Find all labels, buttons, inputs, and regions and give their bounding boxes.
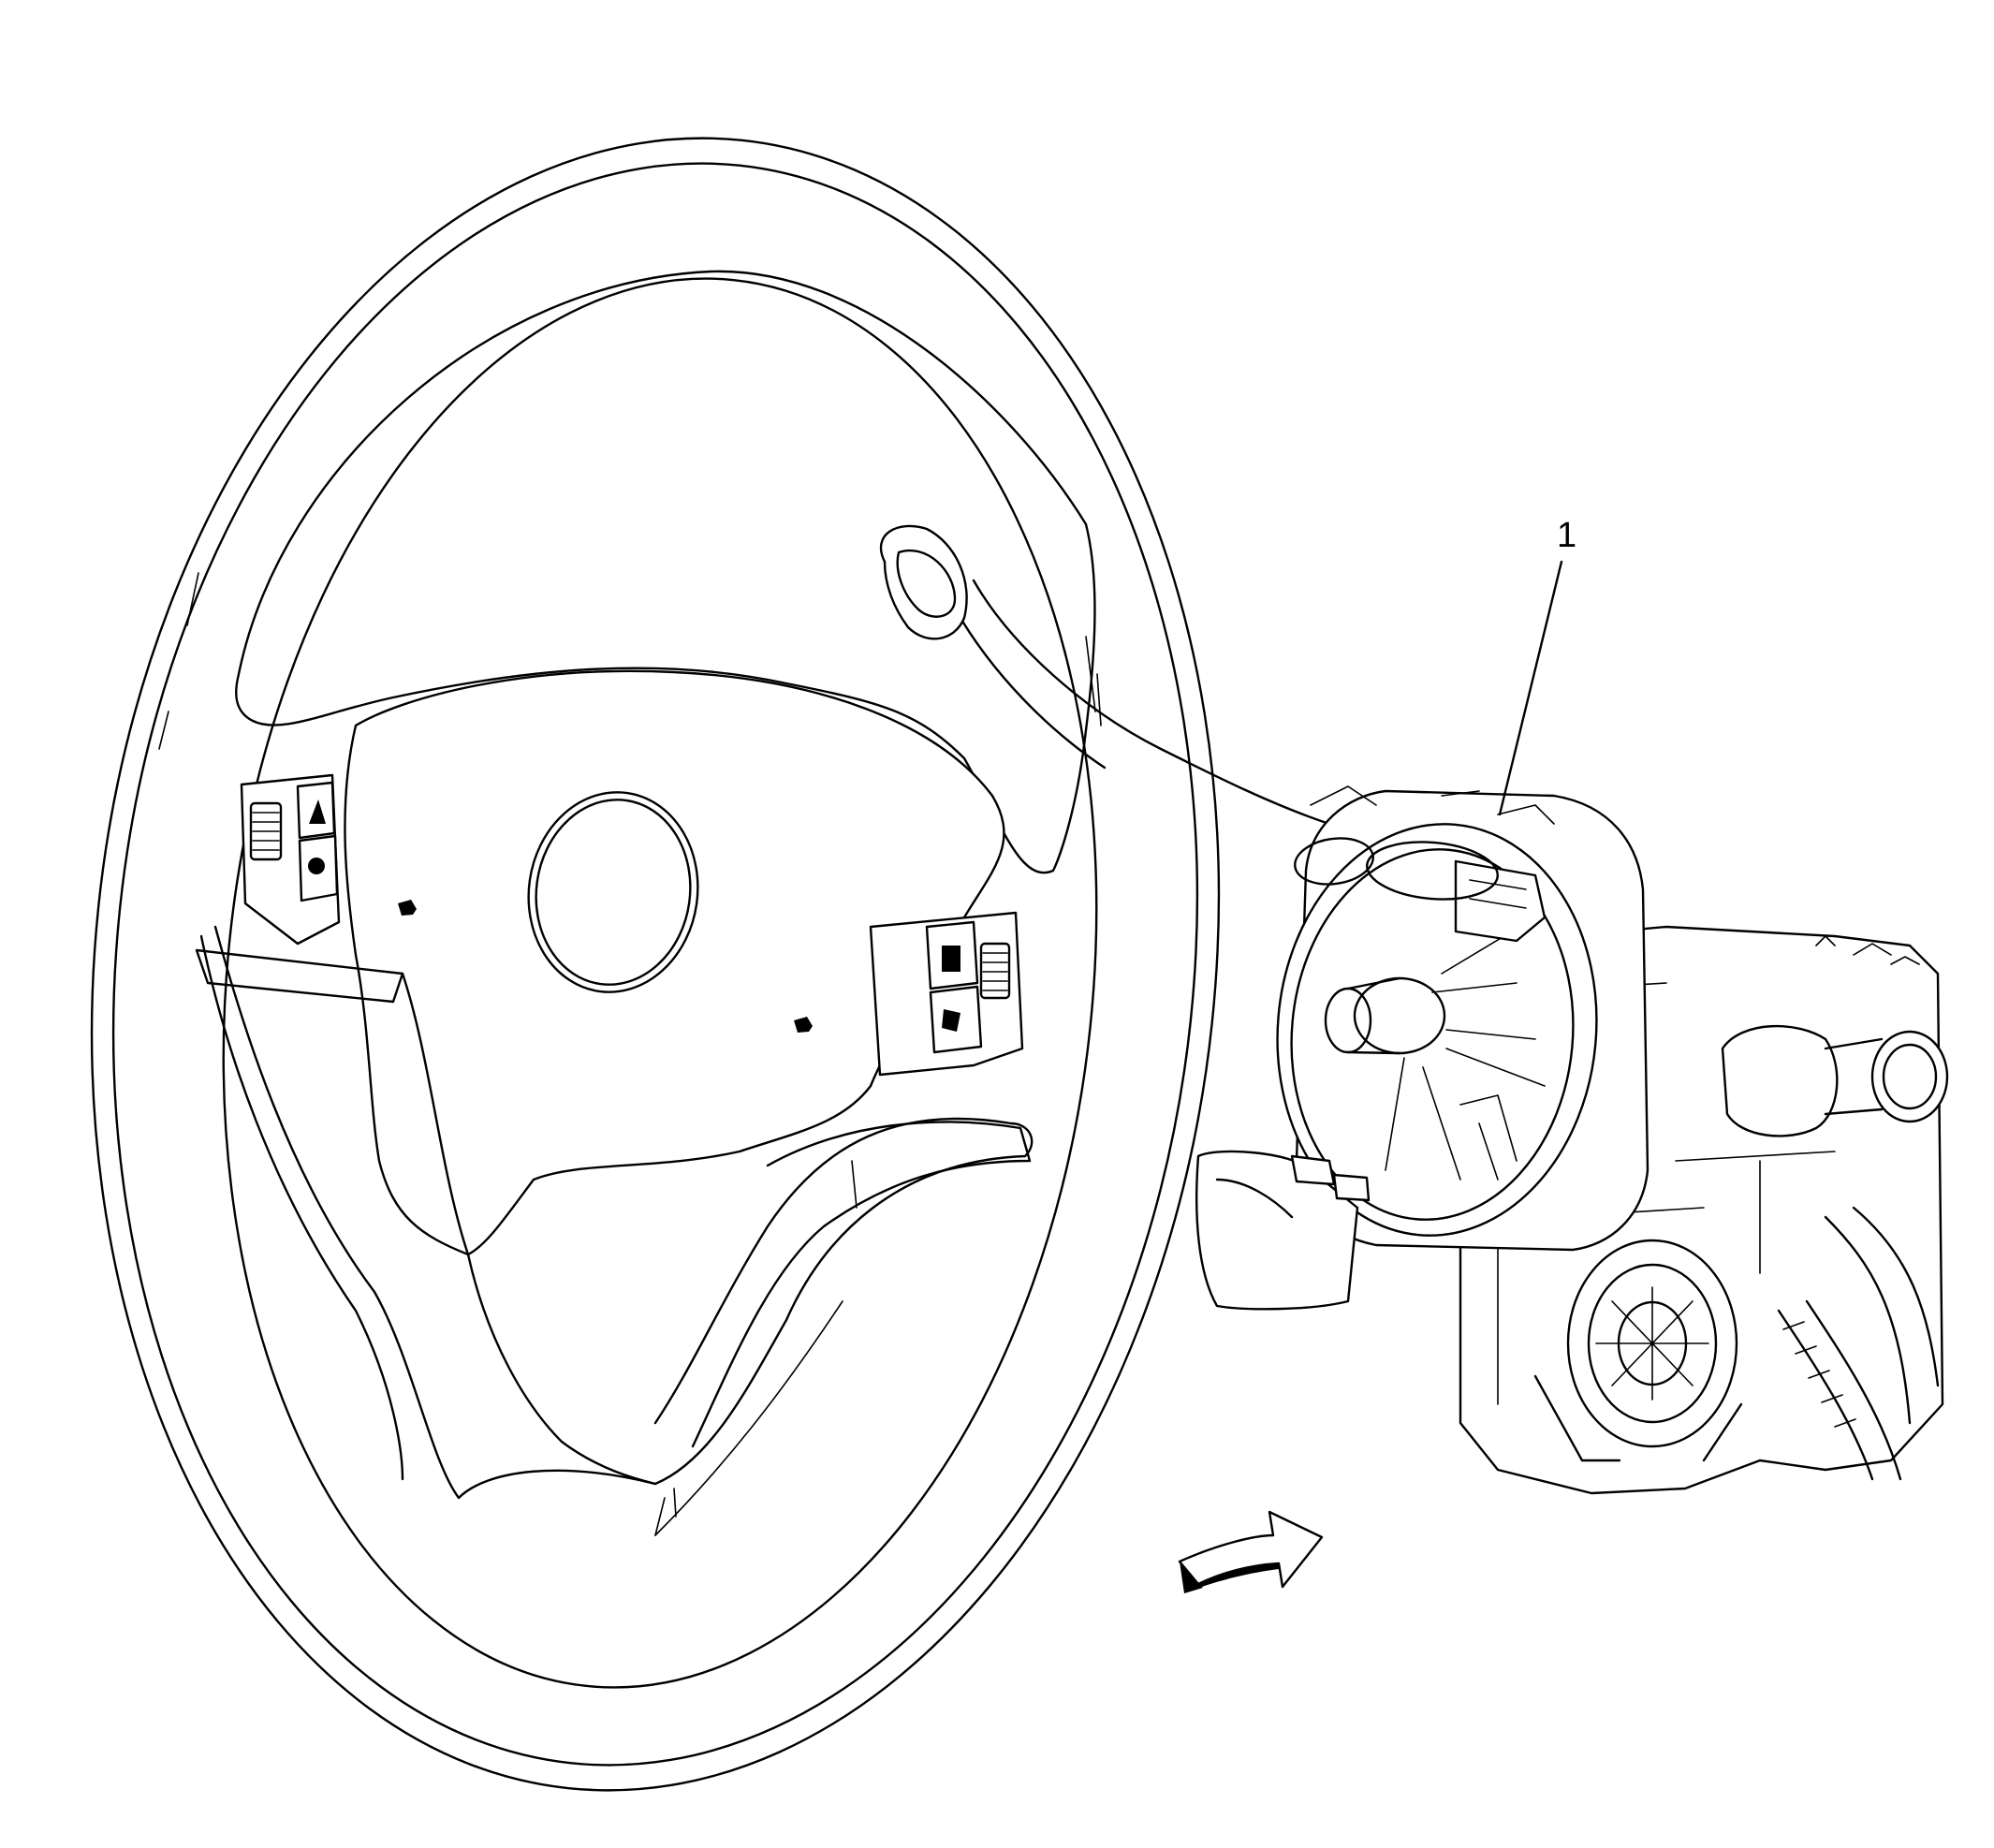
- wheel-rim-outer-edge: [111, 162, 1199, 1767]
- emblem-ring-outer: [527, 791, 699, 993]
- clockspring-ring-inner: [1290, 848, 1575, 1221]
- clockspring-hub: [1353, 976, 1446, 1055]
- airbag-module: [344, 669, 1005, 1256]
- right-spoke-trim: [691, 1121, 1032, 1448]
- left-pod-up-arrow-icon: [309, 799, 326, 824]
- steering-wheel: [90, 137, 1221, 1792]
- clockspring-lower-tab: [1195, 1150, 1359, 1311]
- right-switch-body: [1721, 1024, 1839, 1137]
- wheel-upper-opening: [235, 270, 1096, 874]
- right-pod-mode-icon: [942, 1009, 960, 1032]
- steering-column-assembly: [1195, 785, 1949, 1495]
- clockspring: [1195, 785, 1649, 1311]
- turn-signal-stalk: [879, 524, 1331, 826]
- stalk-end-cap: [879, 524, 968, 640]
- wheel-rim-inner: [222, 277, 1098, 1689]
- right-pod-next-icon: [942, 946, 960, 972]
- right-arrow-icon: [1178, 1510, 1324, 1593]
- airbag-mark-right: [794, 1017, 813, 1033]
- left-switch-pod: [240, 773, 341, 946]
- left-spoke-trim: [195, 948, 404, 1004]
- airbag-mark-left: [398, 900, 417, 916]
- left-pod-voice-icon: [308, 858, 325, 874]
- callout-1-label: 1: [1557, 516, 1577, 555]
- callout-1-leader: [1498, 560, 1563, 816]
- right-switch-pod: [869, 911, 1024, 1077]
- right-pod-thumbwheel: [979, 942, 1011, 1000]
- wire-harness: [1824, 1206, 1940, 1425]
- lower-spoke: [213, 925, 1034, 1500]
- emblem-ring-inner: [535, 799, 692, 986]
- wheel-rim-outer: [90, 137, 1221, 1792]
